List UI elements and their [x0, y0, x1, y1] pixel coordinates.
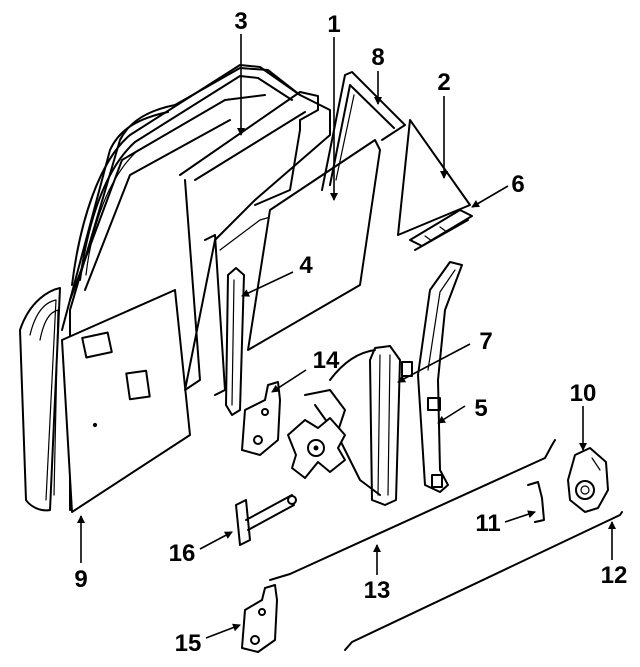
lock-rod — [269, 439, 556, 581]
callout-3: 3 — [234, 8, 247, 35]
callout-5: 5 — [474, 395, 487, 422]
callout-14: 14 — [313, 347, 340, 374]
callout-12: 12 — [601, 562, 628, 589]
vent-channel — [409, 209, 473, 251]
vent-glass — [397, 119, 471, 236]
callout-10: 10 — [570, 380, 597, 407]
callout-1: 1 — [327, 11, 340, 38]
door-check — [235, 494, 297, 546]
callout-8: 8 — [371, 44, 384, 71]
callout-15: 15 — [175, 630, 202, 657]
bracket — [527, 481, 545, 523]
callout-9: 9 — [74, 566, 87, 593]
hinge-lower — [241, 584, 278, 653]
front-run-channel — [417, 261, 463, 493]
handle-rod — [344, 511, 623, 651]
glass-run-channel — [321, 71, 406, 191]
callout-11: 11 — [475, 510, 500, 537]
rear-run-channel — [225, 267, 245, 416]
callout-7: 7 — [479, 328, 492, 355]
door-inner-frame — [179, 91, 331, 396]
window-glass — [247, 139, 381, 351]
callout-16: 16 — [169, 540, 196, 567]
regulator-sector-gear — [287, 417, 346, 479]
door-shell — [19, 67, 331, 513]
callout-labels: 1 2 3 4 5 6 7 8 9 10 11 12 13 14 15 16 — [74, 8, 627, 657]
callout-2: 2 — [437, 69, 450, 96]
hinge-upper — [241, 381, 281, 456]
window-motor — [567, 447, 609, 513]
leader-lines — [77, 34, 616, 639]
callout-4: 4 — [299, 252, 313, 279]
callout-6: 6 — [511, 171, 524, 198]
weatherstrip — [71, 64, 301, 286]
callout-13: 13 — [364, 577, 391, 604]
